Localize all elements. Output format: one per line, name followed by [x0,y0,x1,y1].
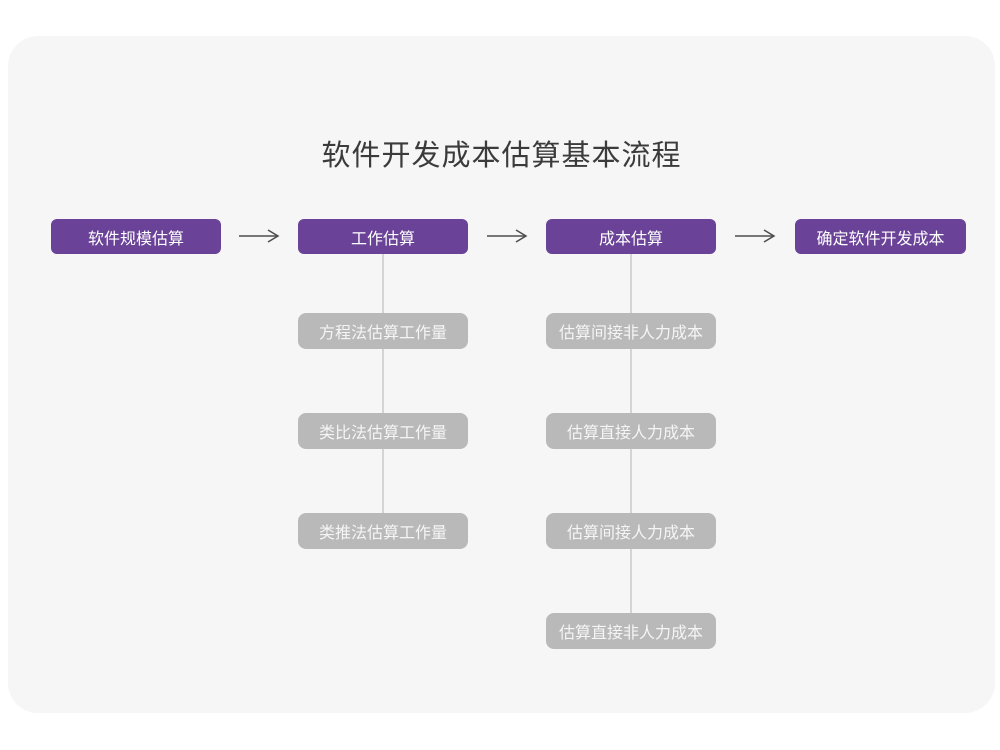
step-direct-labor-cost: 估算直接人力成本 [546,413,716,449]
stage-work-estimation: 工作估算 [298,219,468,254]
method-label: 类推法估算工作量 [318,525,447,542]
page-title: 软件开发成本估算基本流程 [321,140,682,172]
stage-determine-software-dev-cost: 确定软件开发成本 [795,219,966,254]
connector-line-work-estimation [382,254,384,531]
stage-software-scale-estimation: 软件规模估算 [51,219,221,254]
step-label: 估算直接人力成本 [566,425,695,442]
step-label: 估算间接非人力成本 [558,325,703,342]
step-direct-non-labor-cost: 估算直接非人力成本 [546,613,716,649]
step-indirect-labor-cost: 估算间接人力成本 [546,513,716,549]
method-label: 方程法估算工作量 [318,325,447,342]
stage-label: 成本估算 [598,230,663,248]
flow-arrow-icon [239,229,280,243]
flow-arrow-icon [735,229,776,243]
step-indirect-non-labor-cost: 估算间接非人力成本 [546,313,716,349]
method-equation-workload: 方程法估算工作量 [298,313,468,349]
step-label: 估算直接非人力成本 [558,625,703,642]
method-label: 类比法估算工作量 [318,425,447,442]
method-analogy-workload: 类推法估算工作量 [298,513,468,549]
method-comparison-workload: 类比法估算工作量 [298,413,468,449]
stage-label: 软件规模估算 [87,230,184,248]
stage-label: 工作估算 [350,230,415,248]
flow-arrow-icon [487,229,528,243]
flowchart-card: 软件开发成本估算基本流程 软件规模估算 工作估算 成本估算 确定软件开发成本 方… [8,36,995,713]
stage-cost-estimation: 成本估算 [546,219,716,254]
step-label: 估算间接人力成本 [566,525,695,542]
stage-label: 确定软件开发成本 [816,230,945,248]
